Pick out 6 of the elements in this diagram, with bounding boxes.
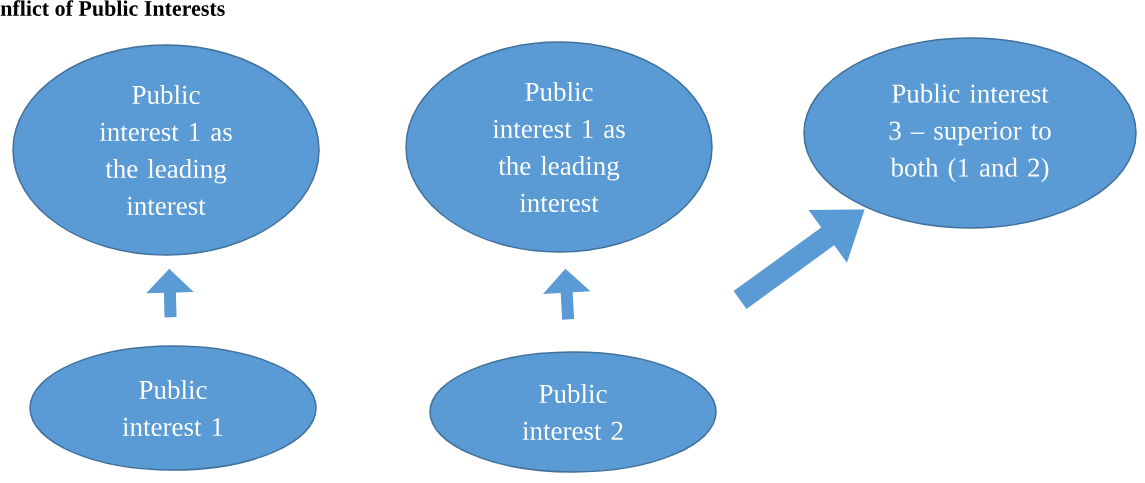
title: nflict of Public Interests [0,0,225,16]
ellipse-node: Public interest 1 [29,345,317,471]
ellipse-node: Public interest 1 as the leading interest [12,44,320,256]
ellipse-node: Public interest 2 [429,351,717,473]
ellipse-node: Public interest 3 – superior to both (1 and 2) [803,37,1137,229]
ellipse-node: Public interest 1 as the leading interest [405,41,713,253]
